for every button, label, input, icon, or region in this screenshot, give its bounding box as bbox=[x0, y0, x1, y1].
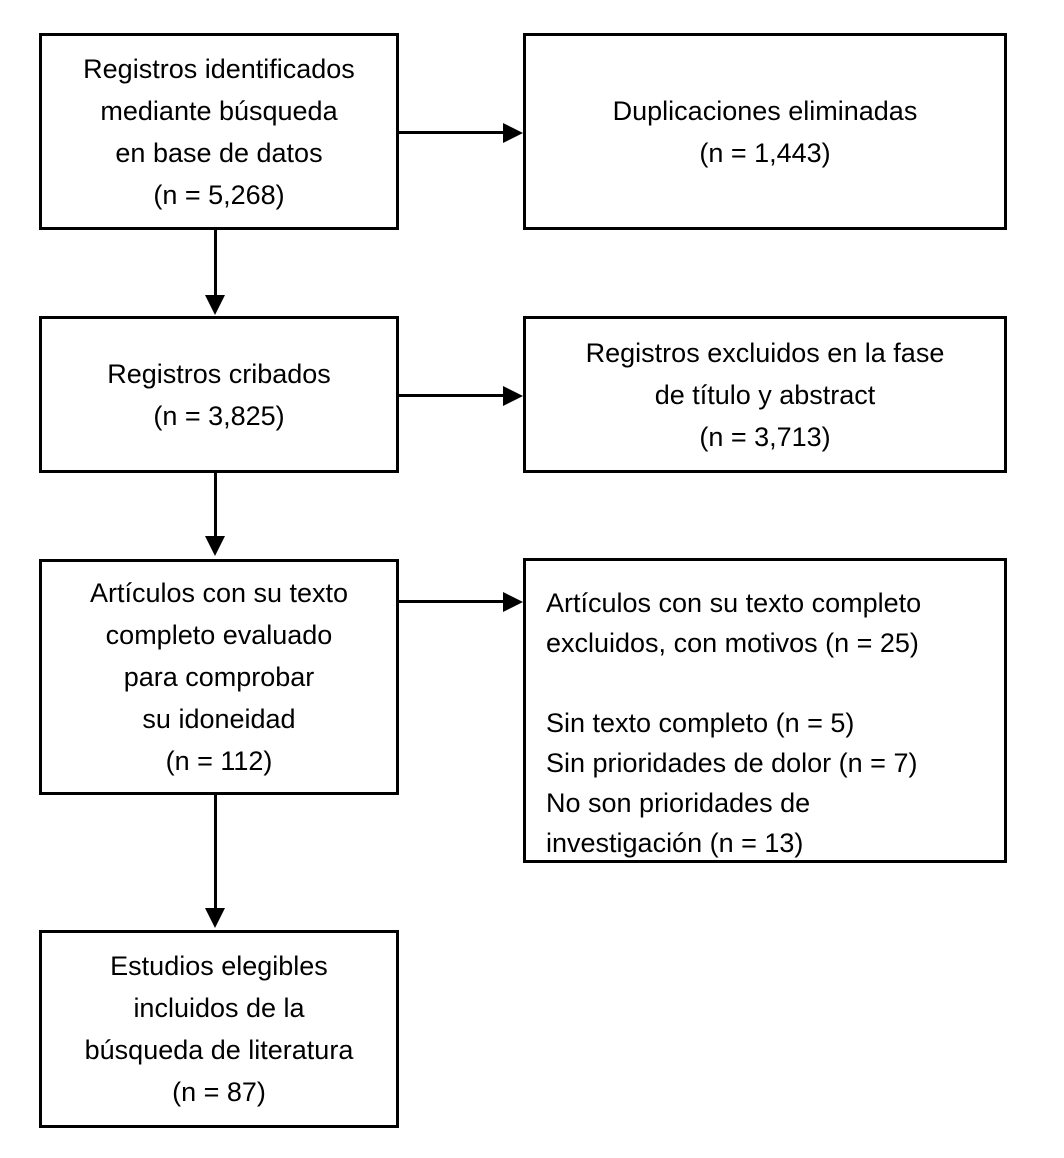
box-text-line: Registros excluidos en la fase bbox=[585, 337, 945, 368]
arrow-screened-to-excluded-line bbox=[399, 394, 505, 397]
box-excluded-title-abstract: Registros excluidos en la fase de título… bbox=[523, 316, 1007, 473]
box-text-line: Registros identificados bbox=[83, 53, 355, 84]
box-count-line: (n = 5,268) bbox=[153, 179, 285, 210]
arrow-screened-to-fulltext-line bbox=[214, 473, 217, 537]
box-studies-included: Estudios elegibles incluidos de la búsqu… bbox=[39, 930, 399, 1128]
box-count-line: (n = 87) bbox=[172, 1077, 266, 1107]
box-count-line: (n = 3,713) bbox=[699, 421, 831, 452]
box-text-line: Sin texto completo (n = 5) bbox=[546, 708, 855, 738]
box-text-line: de título y abstract bbox=[654, 379, 876, 410]
arrowhead-down-icon bbox=[205, 295, 225, 315]
box-fulltext-assessed: Artículos con su texto completo evaluado… bbox=[39, 559, 399, 795]
box-records-screened: Registros cribados (n = 3,825) bbox=[39, 316, 399, 473]
box-count-line: (n = 112) bbox=[165, 746, 273, 776]
box-text-line: incluidos de la bbox=[133, 993, 305, 1023]
box-text-line: investigación (n = 13) bbox=[546, 828, 804, 858]
box-text-line: en base de datos bbox=[115, 137, 323, 168]
box-text-line: Duplicaciones eliminadas bbox=[612, 95, 918, 126]
arrow-identified-to-screened-line bbox=[214, 230, 217, 296]
arrow-fulltext-to-included-line bbox=[214, 795, 217, 909]
box-duplicates-removed: Duplicaciones eliminadas (n = 1,443) bbox=[523, 33, 1007, 230]
box-text-line: Artículos con su texto bbox=[89, 578, 349, 608]
arrowhead-down-icon bbox=[205, 536, 225, 556]
box-count-line: (n = 1,443) bbox=[699, 137, 831, 168]
arrowhead-right-icon bbox=[503, 123, 523, 143]
box-records-identified: Registros identificados mediante búsqued… bbox=[39, 33, 399, 230]
arrow-identified-to-duplicates-line bbox=[399, 131, 505, 134]
arrowhead-right-icon bbox=[503, 592, 523, 612]
box-count-line: (n = 3,825) bbox=[153, 400, 285, 431]
box-text-line: Estudios elegibles bbox=[110, 951, 328, 981]
arrow-fulltext-to-excluded-line bbox=[399, 600, 505, 603]
box-fulltext-excluded: Artículos con su texto completo excluido… bbox=[523, 558, 1007, 863]
box-text-line: completo evaluado bbox=[105, 620, 333, 650]
box-text-line: Sin prioridades de dolor (n = 7) bbox=[546, 748, 918, 778]
box-text-line: Registros cribados bbox=[107, 358, 331, 389]
box-text-line: búsqueda de literatura bbox=[84, 1035, 354, 1065]
arrowhead-right-icon bbox=[503, 386, 523, 406]
box-text-line: su idoneidad bbox=[142, 704, 296, 734]
box-text-line: No son prioridades de bbox=[546, 788, 811, 818]
box-text-line: mediante búsqueda bbox=[100, 95, 338, 126]
box-text-line: excluidos, con motivos (n = 25) bbox=[546, 628, 919, 658]
box-text-line: para comprobar bbox=[123, 662, 315, 692]
box-text-line: Artículos con su texto completo bbox=[546, 588, 922, 618]
arrowhead-down-icon bbox=[205, 908, 225, 928]
